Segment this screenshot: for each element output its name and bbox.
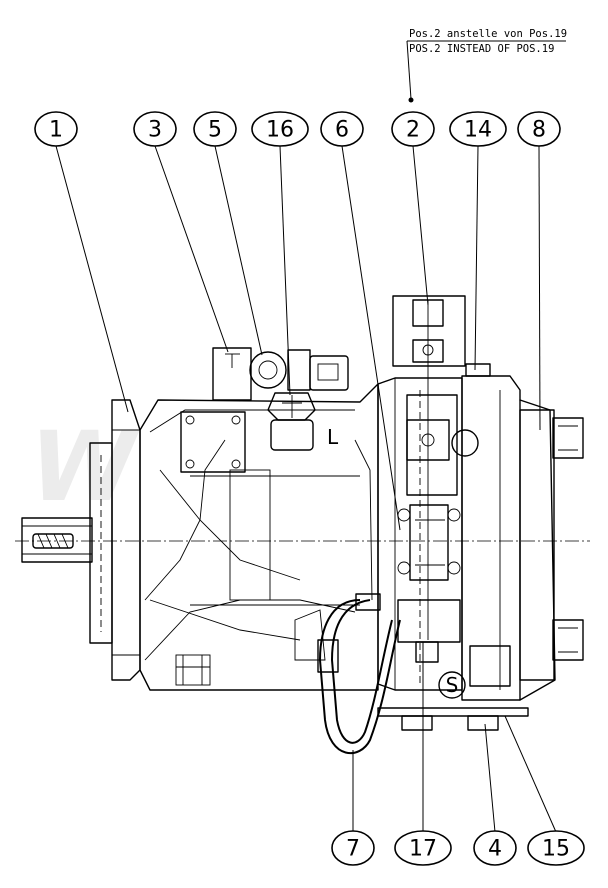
bubble-7: 7 — [331, 830, 375, 866]
hose-line — [317, 593, 401, 755]
bubble-7-label: 7 — [346, 837, 360, 862]
bubble-14: 14 — [449, 111, 507, 147]
bottom-bracket: S — [377, 599, 529, 731]
bubble-8: 8 — [517, 111, 561, 147]
watermark: W — [30, 411, 140, 523]
bubble-8-label: 8 — [532, 118, 546, 143]
note-leader — [406, 40, 412, 100]
bubble-14-label: 14 — [464, 118, 492, 143]
note-line-english: POS.2 INSTEAD OF POS.19 — [409, 43, 554, 55]
bubble-4: 4 — [473, 830, 517, 866]
leader-lines — [55, 145, 557, 833]
note-leader-dot — [408, 97, 414, 103]
bubble-16-label: 16 — [266, 118, 294, 143]
bubble-2: 2 — [391, 111, 435, 147]
bubble-15-label: 15 — [542, 837, 570, 862]
bubble-16: 16 — [251, 111, 309, 147]
end-cover — [461, 363, 584, 701]
drive-shaft — [21, 517, 93, 563]
bubble-5: 5 — [193, 111, 237, 147]
bubble-1-label: 1 — [49, 118, 63, 143]
top-fittings: L — [212, 347, 349, 451]
bubble-5-label: 5 — [208, 118, 222, 143]
bubble-3-label: 3 — [148, 118, 162, 143]
note-line-german: Pos.2 anstelle von Pos.19 — [409, 28, 567, 40]
port-label-l: L — [327, 425, 339, 449]
bubble-1: 1 — [34, 111, 78, 147]
bubble-17-label: 17 — [409, 837, 437, 862]
bubble-4-label: 4 — [488, 837, 502, 862]
bubble-6-label: 6 — [335, 118, 349, 143]
bubble-15: 15 — [527, 830, 585, 866]
bubble-17: 17 — [394, 830, 452, 866]
bubble-2-label: 2 — [406, 118, 420, 143]
pump-housing — [139, 383, 379, 691]
note-block: Pos.2 anstelle von Pos.19 POS.2 INSTEAD … — [406, 28, 567, 103]
bubble-3: 3 — [133, 111, 177, 147]
bubble-6: 6 — [320, 111, 364, 147]
control-valve — [392, 295, 479, 640]
port-label-s: S — [446, 673, 459, 697]
